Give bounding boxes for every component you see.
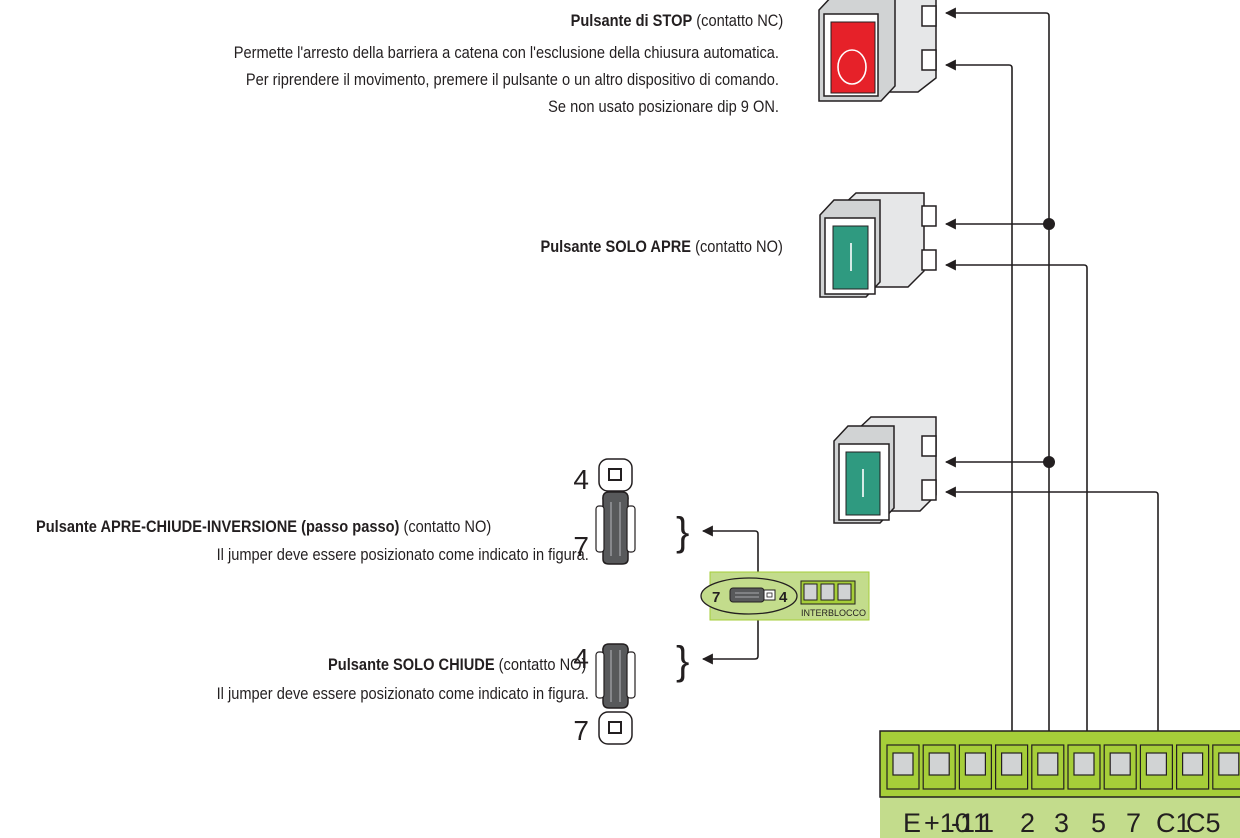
step-button-device: [833, 416, 937, 524]
stop-button-label: Pulsante di STOP (contatto NC): [570, 10, 783, 32]
jumper-close: 4 7: [573, 643, 636, 746]
jumper-close-bottom-number: 7: [573, 715, 589, 746]
terminal-label: 1: [979, 808, 994, 838]
step-button-contact: (contatto NO): [403, 517, 492, 536]
step-button-label: Pulsante APRE-CHIUDE-INVERSIONE (passo p…: [36, 516, 491, 538]
step-button-title: Pulsante APRE-CHIUDE-INVERSIONE (passo p…: [36, 517, 400, 536]
terminal-screw: [892, 752, 914, 776]
terminal-slot: [1175, 744, 1210, 790]
stop-description-line-3: Se non usato posizionare dip 9 ON.: [548, 97, 779, 116]
terminal-label: C5: [1186, 808, 1221, 838]
jumper-close-top-number: 4: [573, 643, 589, 674]
terminal-label: C1: [1156, 808, 1191, 838]
terminal-label: 7: [1126, 808, 1141, 838]
close-button-contact: (contatto NO): [498, 655, 586, 674]
stop-button-title: Pulsante di STOP: [570, 11, 692, 30]
jumper-block-left-number: 7: [712, 589, 720, 606]
terminal-slot: [1031, 744, 1065, 790]
stop-button-description: Permette l'arresto della barriera a cate…: [234, 39, 779, 120]
step-button-note: Il jumper deve essere posizionato come i…: [216, 545, 589, 564]
open-button-label: Pulsante SOLO APRE (contatto NO): [541, 236, 783, 258]
close-button-note: Il jumper deve essere posizionato come i…: [216, 684, 589, 703]
terminal-screw: [1073, 752, 1095, 776]
jumper-block-right-number: 4: [779, 589, 788, 606]
stop-description-line-2: Per riprendere il movimento, premere il …: [245, 70, 780, 89]
wires: [701, 7, 1164, 774]
jumper-block: 7 4 INTERBLOCCO: [700, 571, 870, 621]
brace-step: }: [676, 510, 689, 554]
terminal-screw: [1109, 752, 1131, 776]
terminal-screw: [1218, 752, 1240, 776]
terminal-screw: [964, 752, 987, 776]
terminal-label: 3: [1054, 808, 1069, 838]
terminal-screw: [1037, 752, 1059, 776]
terminal-screw: [1181, 752, 1204, 776]
open-button-contact: (contatto NO): [695, 237, 783, 256]
stop-button-contact: (contatto NC): [696, 11, 783, 30]
terminal-screw: [928, 752, 950, 776]
terminal-label: -11: [951, 808, 988, 838]
open-button-device: [819, 192, 937, 298]
terminal-screw: [1000, 752, 1023, 776]
close-button-title: Pulsante SOLO CHIUDE: [327, 655, 495, 674]
stop-button-device: [818, 0, 937, 102]
jumper-step-bottom-number: 7: [573, 531, 589, 562]
interblocco-label: INTERBLOCCO: [801, 608, 866, 618]
terminal-label: E: [903, 808, 921, 838]
jumper-step: 4 7: [573, 458, 636, 565]
jumper-step-top-number: 4: [573, 464, 589, 495]
terminal-label: +10: [924, 808, 970, 838]
close-button-label: Pulsante SOLO CHIUDE (contatto NO): [328, 654, 586, 676]
junction-dot: [1043, 218, 1055, 230]
terminal-label: 5: [1091, 808, 1106, 838]
stop-description-line-1: Permette l'arresto della barriera a cate…: [233, 43, 779, 62]
terminal-screw: [1145, 752, 1168, 776]
terminal-label: 2: [1020, 808, 1035, 838]
brace-close: }: [676, 639, 689, 683]
junction-dot: [1043, 456, 1055, 468]
open-button-title: Pulsante SOLO APRE: [540, 237, 692, 256]
